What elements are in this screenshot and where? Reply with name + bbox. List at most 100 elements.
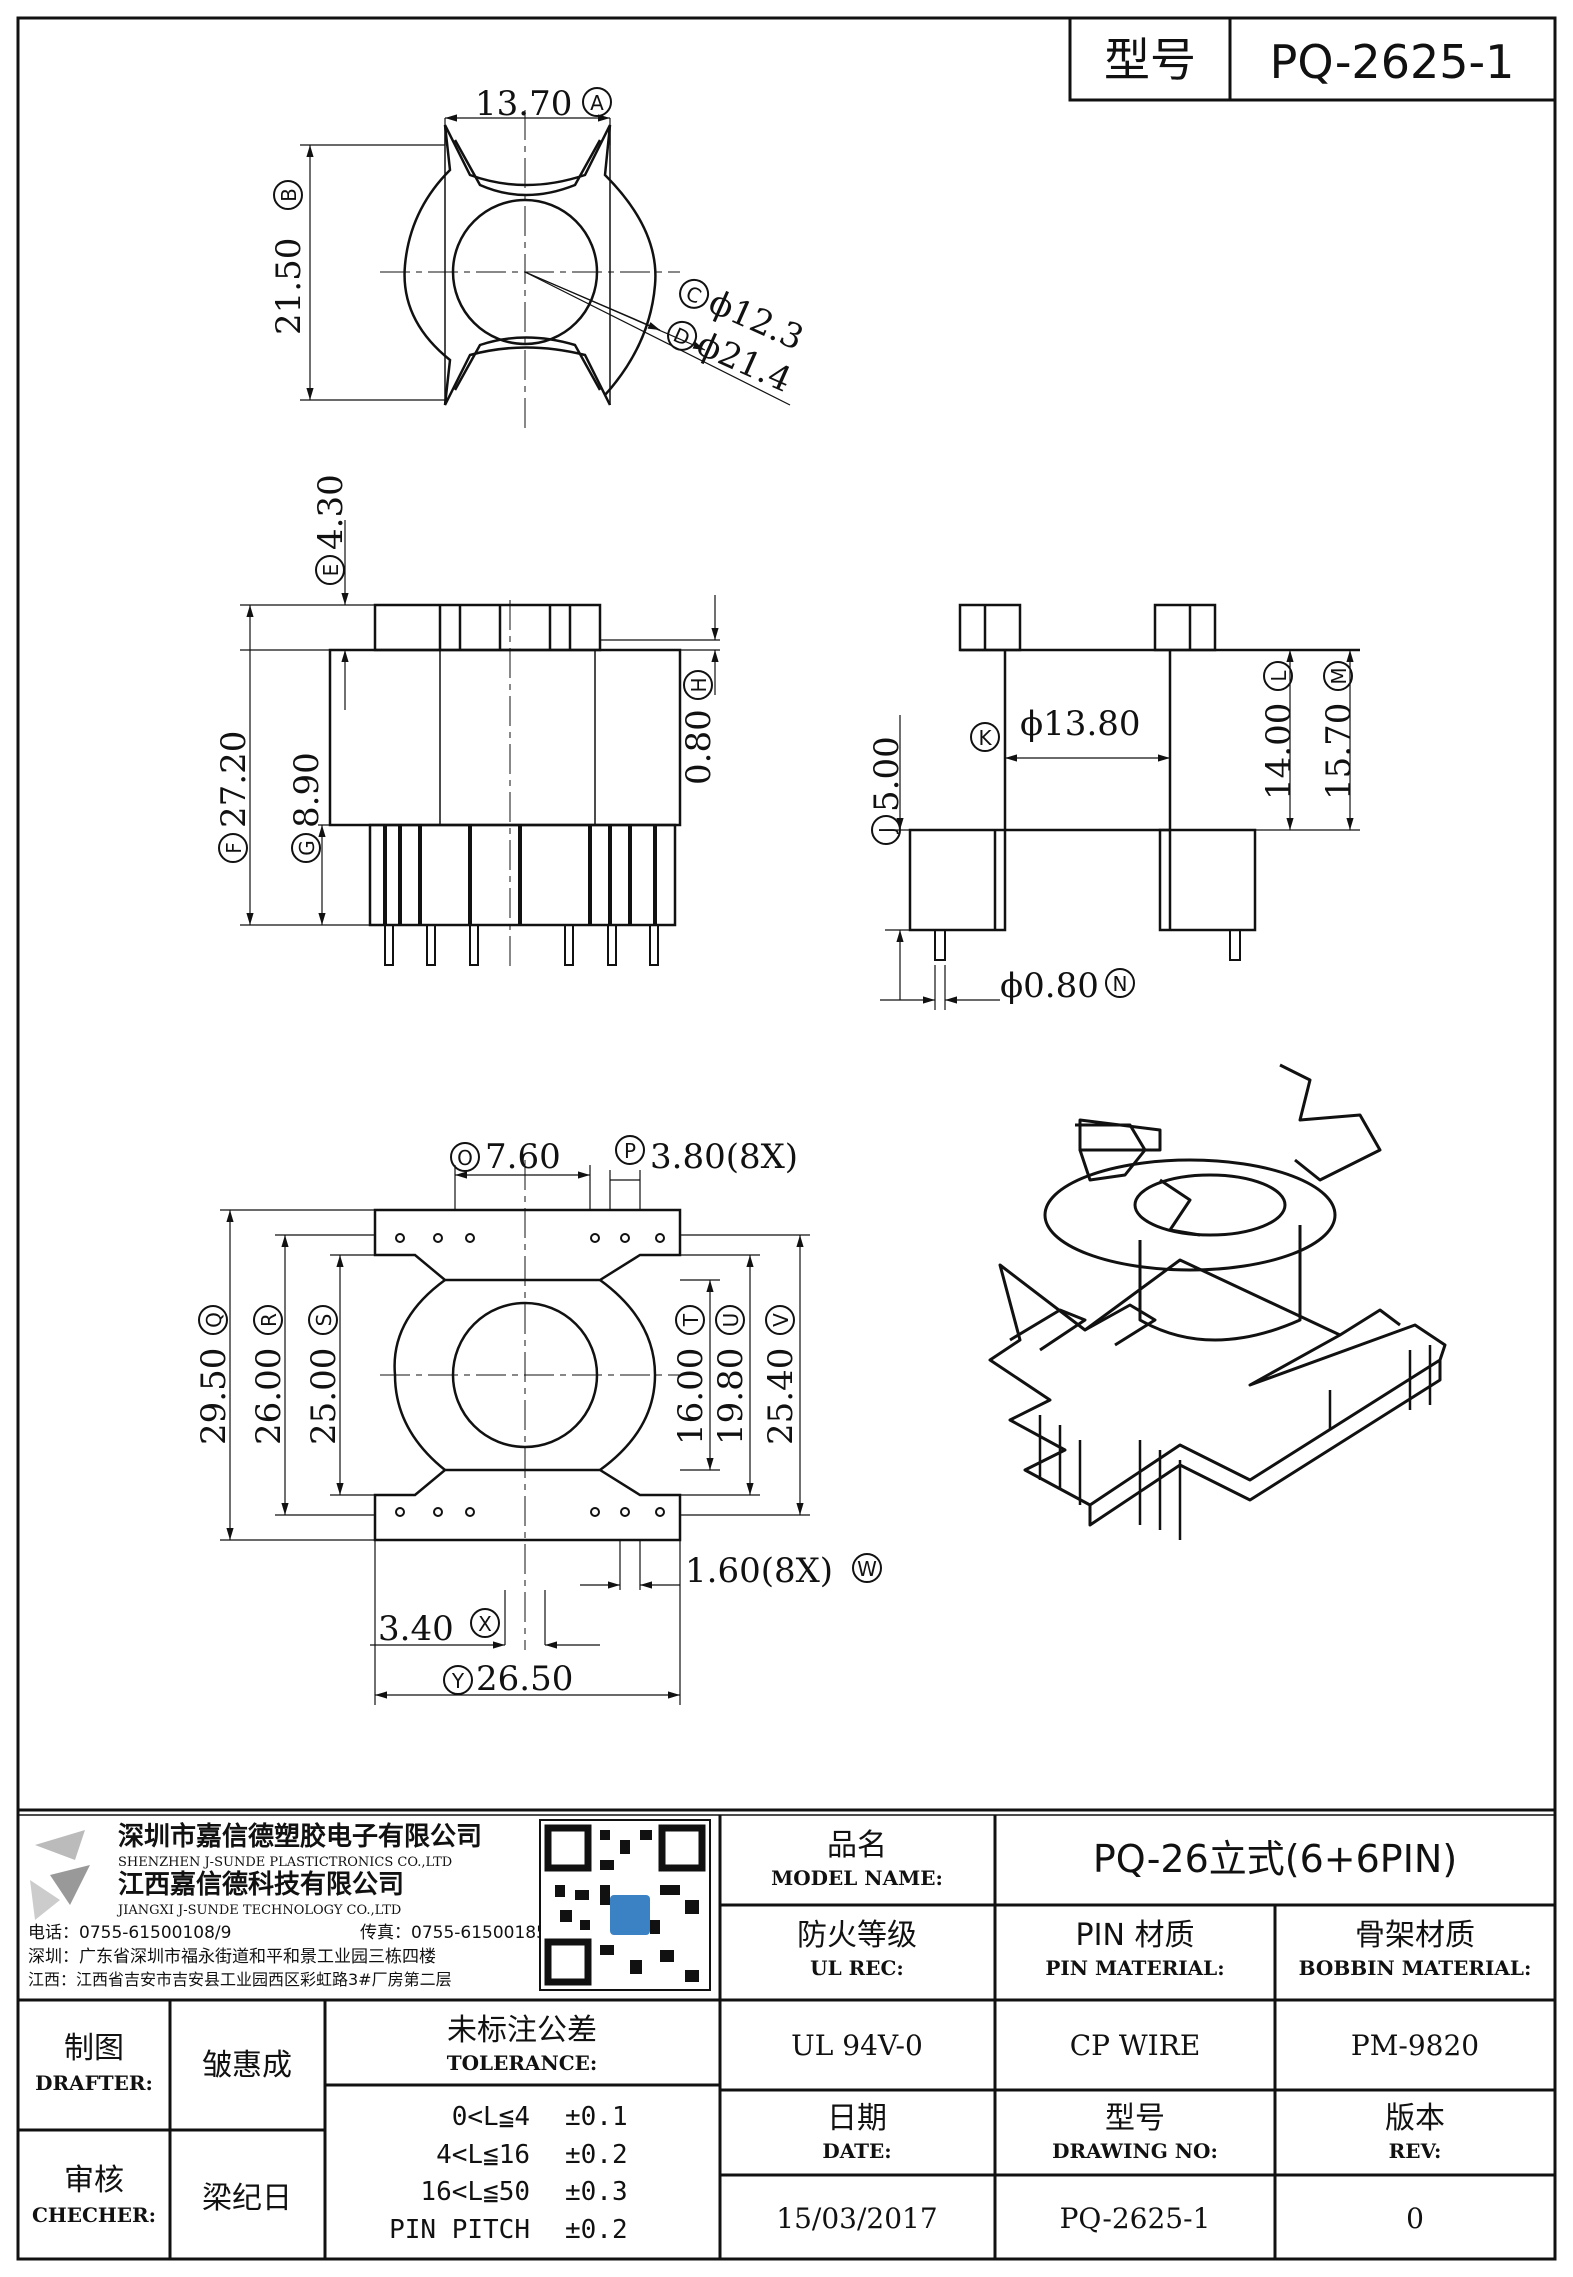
svg-text:O: O — [457, 1146, 473, 1170]
drafter-cn: 制图 — [64, 2031, 124, 2066]
company-fax: 传真：0755-61500185 — [360, 1923, 547, 1943]
model-label: 型号 — [1104, 33, 1196, 87]
dim-M: 15.70 M — [1319, 661, 1359, 800]
svg-text:26.00: 26.00 — [249, 1348, 289, 1445]
company-name-sz: 深圳市嘉信德塑胶电子有限公司 — [118, 1821, 482, 1852]
dim-F: F 27.20 — [214, 731, 254, 863]
drawing-no-cn: 型号 — [1105, 2101, 1165, 2136]
svg-text:7.60: 7.60 — [485, 1137, 561, 1177]
company-name-jx-en: JIANGXI J-SUNDE TECHNOLOGY CO.,LTD — [116, 1903, 401, 1918]
dim-O: O 7.60 — [450, 1137, 561, 1177]
dim-T: 16.00 T — [671, 1305, 711, 1445]
dim-V: 25.40 V — [761, 1305, 801, 1445]
svg-text:V: V — [769, 1313, 793, 1327]
side-view — [880, 603, 1360, 1010]
checker-name: 梁纪日 — [202, 2181, 292, 2216]
svg-text:U: U — [719, 1313, 743, 1328]
drawing-no-en: DRAWING NO: — [1052, 2139, 1218, 2163]
company-info: 深圳市嘉信德塑胶电子有限公司 SHENZHEN J-SUNDE PLASTICT… — [28, 1821, 547, 1989]
svg-text:13.70: 13.70 — [475, 84, 572, 124]
bobbin-material-en: BOBBIN MATERIAL: — [1299, 1956, 1532, 1980]
svg-text:3.80(8X): 3.80(8X) — [650, 1137, 798, 1177]
svg-text:0.80: 0.80 — [679, 709, 719, 785]
dim-E: E 4.30 — [311, 474, 351, 585]
tolerance-range-4: PIN PITCH — [389, 2215, 530, 2245]
date-en: DATE: — [822, 2139, 891, 2163]
pin-material-en: PIN MATERIAL: — [1045, 1956, 1224, 1980]
drafter-en: DRAFTER: — [35, 2071, 153, 2095]
svg-text:14.00: 14.00 — [1259, 703, 1299, 800]
dim-K: K ϕ13.80 — [970, 704, 1141, 752]
svg-text:8.90: 8.90 — [287, 752, 327, 828]
dim-L: 14.00 L — [1259, 661, 1299, 800]
dim-B: 21.50 B — [269, 180, 309, 335]
svg-text:19.80: 19.80 — [711, 1348, 751, 1445]
svg-text:4.30: 4.30 — [311, 474, 351, 550]
drafter-name: 皱惠成 — [202, 2048, 292, 2083]
tolerance-title-en: TOLERANCE: — [447, 2051, 598, 2075]
rev-cn: 版本 — [1385, 2101, 1445, 2136]
svg-text:29.50: 29.50 — [194, 1348, 234, 1445]
tolerance-block: 未标注公差 TOLERANCE: 0<L≦4 ±0.1 4<L≦16 ±0.2 … — [389, 2013, 628, 2245]
dim-N: ϕ0.80 N — [1000, 966, 1135, 1006]
drawing-no-value: PQ-2625-1 — [1060, 2202, 1211, 2235]
svg-text:P: P — [624, 1139, 636, 1163]
tolerance-range-2: 4<L≦16 — [436, 2140, 530, 2170]
tolerance-value-4: ±0.2 — [565, 2215, 628, 2245]
ul-rec-en: UL REC: — [810, 1956, 904, 1980]
svg-text:H: H — [687, 677, 711, 692]
svg-text:25.00: 25.00 — [304, 1348, 344, 1445]
svg-text:16.00: 16.00 — [671, 1348, 711, 1445]
company-logo — [30, 1830, 90, 1920]
tolerance-range-3: 16<L≦50 — [420, 2177, 530, 2207]
date-value: 15/03/2017 — [776, 2202, 937, 2235]
qr-code — [539, 1819, 711, 1991]
front-view — [240, 520, 720, 970]
svg-text:R: R — [257, 1313, 281, 1327]
svg-text:27.20: 27.20 — [214, 731, 254, 828]
tolerance-range-1: 0<L≦4 — [452, 2102, 530, 2132]
dim-W: 1.60(8X) W — [685, 1551, 882, 1591]
company-name-jx: 江西嘉信德科技有限公司 — [118, 1870, 404, 1900]
tolerance-value-1: ±0.1 — [565, 2102, 628, 2132]
date-cn: 日期 — [827, 2101, 887, 2136]
people-cells: 制图 DRAFTER: 皱惠成 审核 CHECHER: 梁纪日 — [32, 2031, 292, 2227]
rev-en: REV: — [1389, 2139, 1442, 2163]
tolerance-title-cn: 未标注公差 — [447, 2013, 597, 2048]
company-address-sz: 深圳：广东省深圳市福永街道和平和景工业园三栋四楼 — [28, 1947, 436, 1967]
svg-text:A: A — [590, 91, 604, 115]
dim-H: 0.80 H — [679, 670, 719, 785]
svg-text:S: S — [312, 1314, 336, 1327]
svg-text:G: G — [295, 840, 319, 856]
svg-text:L: L — [1267, 670, 1291, 682]
isometric-view — [988, 1063, 1447, 1540]
svg-text:Q: Q — [202, 1312, 226, 1328]
svg-text:E: E — [319, 564, 343, 577]
company-address-jx: 江西：江西省吉安市吉安县工业园西区彩虹路3#厂房第二层 — [28, 1970, 452, 1989]
bobbin-material-cn: 骨架材质 — [1355, 1918, 1475, 1953]
dim-P: P 3.80(8X) — [615, 1135, 798, 1177]
ul-rec-value: UL 94V-0 — [791, 2029, 923, 2062]
svg-text:5.00: 5.00 — [867, 736, 907, 812]
svg-text:B: B — [277, 188, 301, 202]
svg-text:M: M — [1327, 667, 1351, 684]
sheet-border — [16, 16, 1557, 2261]
tolerance-value-3: ±0.3 — [565, 2177, 628, 2207]
dim-R: 26.00 R — [249, 1305, 289, 1445]
svg-text:25.40: 25.40 — [761, 1348, 801, 1445]
dim-Y: Y 26.50 — [443, 1659, 573, 1699]
ul-rec-cn: 防火等级 — [797, 1918, 917, 1953]
checker-cn: 审核 — [64, 2163, 124, 2198]
model-name-en: MODEL NAME: — [771, 1866, 943, 1890]
svg-text:21.50: 21.50 — [269, 238, 309, 335]
bobbin-material-value: PM-9820 — [1351, 2029, 1479, 2062]
svg-text:N: N — [1113, 972, 1128, 996]
bottom-view — [220, 1160, 810, 1705]
dim-X: 3.40 X — [378, 1608, 500, 1649]
svg-text:1.60(8X): 1.60(8X) — [685, 1551, 833, 1591]
svg-text:26.50: 26.50 — [476, 1659, 573, 1699]
pin-material-cn: PIN 材质 — [1076, 1918, 1195, 1953]
svg-text:J: J — [875, 827, 899, 835]
dim-J: J 5.00 — [867, 736, 907, 845]
